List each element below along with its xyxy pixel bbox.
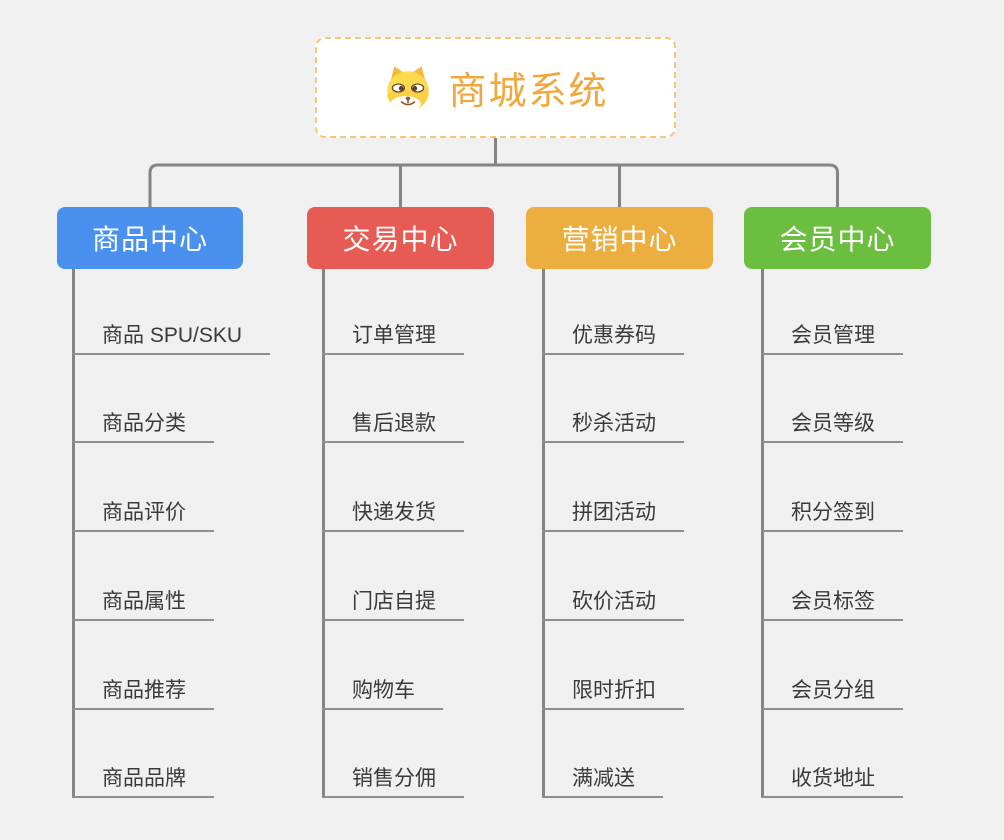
- branch-marketing-center[interactable]: 营销中心: [526, 207, 713, 269]
- leaf-node[interactable]: 积分签到: [761, 496, 903, 532]
- leaf-node[interactable]: 门店自提: [322, 585, 464, 621]
- leaf-node[interactable]: 商品评价: [72, 496, 214, 532]
- leaf-node[interactable]: 商品品牌: [72, 762, 214, 798]
- leaf-node[interactable]: 拼团活动: [542, 496, 684, 532]
- leaf-node[interactable]: 销售分佣: [322, 762, 464, 798]
- leaf-node[interactable]: 会员管理: [761, 319, 903, 355]
- leaf-node[interactable]: 商品推荐: [72, 674, 214, 710]
- leaf-node[interactable]: 商品分类: [72, 407, 214, 443]
- leaf-node[interactable]: 会员分组: [761, 674, 903, 710]
- branch-product-center[interactable]: 商品中心: [57, 207, 243, 269]
- leaf-node[interactable]: 秒杀活动: [542, 407, 684, 443]
- leaf-node[interactable]: 满减送: [542, 762, 663, 798]
- leaf-node[interactable]: 会员等级: [761, 407, 903, 443]
- leaf-node[interactable]: 商品 SPU/SKU: [72, 319, 271, 355]
- leaf-node[interactable]: 售后退款: [322, 407, 464, 443]
- leaf-node[interactable]: 快递发货: [322, 496, 464, 532]
- branch-member-center[interactable]: 会员中心: [744, 207, 931, 269]
- root-title: 商城系统: [448, 71, 609, 113]
- leaf-node[interactable]: 限时折扣: [542, 674, 684, 710]
- branch-trade-center[interactable]: 交易中心: [307, 207, 494, 269]
- root-node[interactable]: 商城系统: [315, 37, 676, 138]
- doge-icon: [382, 64, 434, 112]
- leaf-node[interactable]: 商品属性: [72, 585, 214, 621]
- leaf-node[interactable]: 砍价活动: [542, 585, 684, 621]
- leaf-node[interactable]: 购物车: [322, 674, 443, 710]
- leaf-node[interactable]: 会员标签: [761, 585, 903, 621]
- connector-top-rail: [148, 163, 839, 208]
- leaf-node[interactable]: 订单管理: [322, 319, 464, 355]
- leaf-node[interactable]: 优惠券码: [542, 319, 684, 355]
- leaf-node[interactable]: 收货地址: [761, 762, 903, 798]
